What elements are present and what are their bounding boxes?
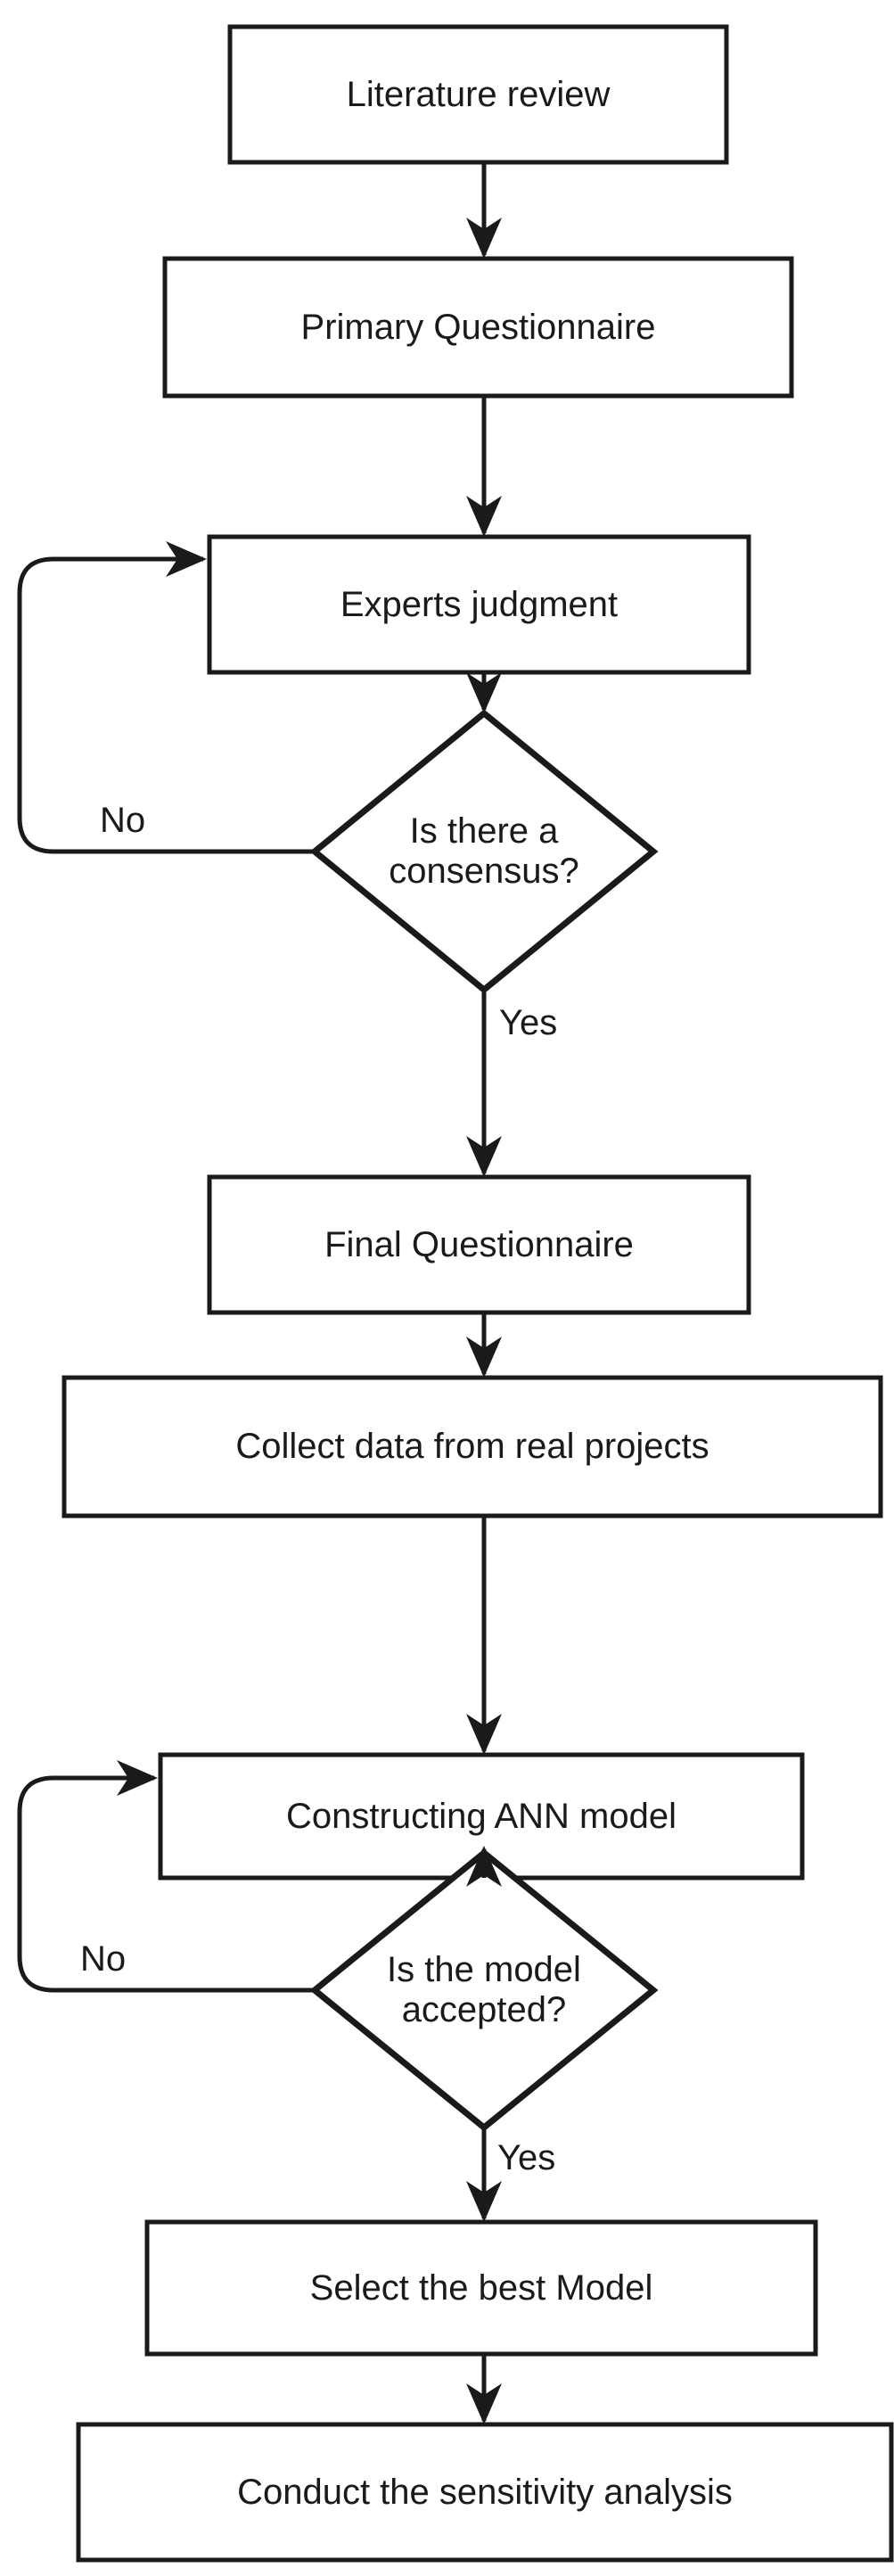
box-experts-judgment (207, 534, 751, 675)
box-sensitivity-analysis (76, 2422, 894, 2563)
node-model-accepted[interactable] (315, 1853, 653, 2127)
edge-label-model-yes: Yes (497, 2138, 556, 2177)
box-literature-review (227, 24, 729, 165)
edge-label-consensus-yes: Yes (499, 1003, 558, 1042)
arrow-model-no-loop (17, 1760, 315, 1993)
box-select-best-model (144, 2219, 818, 2357)
box-final-questionnaire (207, 1174, 751, 1315)
edge-label-model-no: No (80, 1939, 127, 1979)
edge-label-consensus-no: No (100, 801, 146, 840)
arrow-consensus-no-loop (17, 541, 315, 854)
node-consensus-decision[interactable] (315, 713, 653, 990)
box-collect-data (62, 1375, 883, 1518)
box-primary-questionnaire (162, 256, 794, 399)
